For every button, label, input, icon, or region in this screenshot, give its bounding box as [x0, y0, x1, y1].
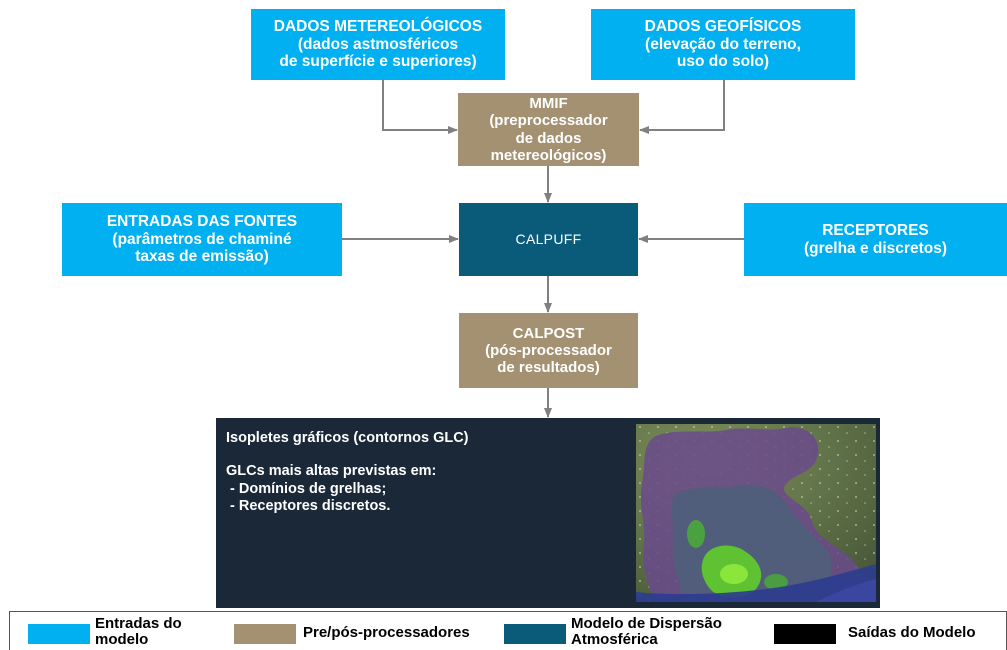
output-line-1: Isopletes gráficos (contornos GLC) [226, 430, 469, 446]
legend-swatch-model-inputs [28, 624, 90, 644]
legend: Entradas do modelo Pre/pós-processadores… [9, 611, 1007, 650]
glc-contour-map-image [636, 424, 876, 602]
legend-swatch-processors [234, 624, 296, 644]
legend-label-model-outputs: Saídas do Modelo [848, 625, 976, 641]
mmif-line-1: MMIF [529, 95, 568, 112]
mmif-line-4: metereológicos) [490, 146, 607, 164]
legend-label-processors-line-1: Pre/pós-processadores [303, 624, 470, 641]
mmif-box: MMIF (preprocessador de dados metereológ… [458, 93, 639, 166]
legend-swatch-model-outputs [774, 624, 836, 644]
source-inputs-box: ENTRADAS DAS FONTES (parâmetros de chami… [62, 203, 342, 276]
meteo-line-2: (dados astmosféricos [297, 35, 459, 53]
legend-label-model-inputs-line-2: modelo [95, 630, 149, 648]
receptors-line-1: RECEPTORES [822, 221, 929, 239]
arrow-geo-to-mmif [639, 80, 725, 134]
calpuff-box: CALPUFF [459, 203, 638, 276]
mmif-line-2: (preprocessador [489, 112, 608, 130]
mmif-line-3: de dados [515, 129, 582, 147]
legend-label-model-inputs: Entradas do modelo [95, 616, 182, 648]
geophysical-data-box: DADOS GEOFÍSICOS (elevação do terreno, u… [591, 9, 855, 80]
meteo-line-3: de superfície e superiores) [279, 53, 477, 71]
calpost-box: CALPOST (pós-processador de resultados) [459, 313, 638, 388]
meteorological-data-box: DADOS METEREOLÓGICOS (dados astmosférico… [251, 9, 505, 80]
calpost-line-3: de resultados) [497, 359, 600, 377]
calpost-line-2: (pós-processador [485, 341, 612, 359]
receptors-line-2: (grelha e discretos) [804, 239, 947, 257]
sources-line-2: (parâmetros de chaminé [112, 230, 292, 248]
output-line-5: - Receptores discretos. [226, 498, 391, 515]
receptors-box: RECEPTORES (grelha e discretos) [744, 203, 1007, 276]
output-line-3: GLCs mais altas previstas em: [226, 463, 437, 480]
output-text: Isopletes gráficos (contornos GLC) GLCs … [226, 430, 469, 516]
calpost-line-1: CALPOST [512, 324, 585, 342]
calpuff-label: CALPUFF [515, 231, 582, 248]
legend-label-dispersion-model: Modelo de Dispersão Atmosférica [571, 616, 722, 648]
legend-label-dispersion-model-line-2: Atmosférica [571, 630, 658, 648]
geo-line-1: DADOS GEOFÍSICOS [644, 17, 802, 35]
legend-label-processors: Pre/pós-processadores [303, 625, 470, 641]
sources-line-3: taxas de emissão) [135, 248, 269, 266]
legend-label-model-inputs-line-1: Entradas do [95, 615, 182, 632]
geo-line-3: uso do solo) [676, 53, 770, 71]
arrow-meteo-to-mmif [382, 80, 458, 134]
legend-swatch-dispersion-model [504, 624, 566, 644]
legend-label-dispersion-model-line-1: Modelo de Dispersão [571, 615, 722, 632]
meteo-line-1: DADOS METEREOLÓGICOS [273, 17, 483, 35]
geo-line-2: (elevação do terreno, [645, 35, 801, 53]
output-line-2 [226, 447, 469, 463]
model-output-panel: Isopletes gráficos (contornos GLC) GLCs … [216, 418, 880, 608]
legend-label-model-outputs-line-1: Saídas do Modelo [848, 624, 976, 641]
sources-line-1: ENTRADAS DAS FONTES [106, 212, 298, 230]
output-line-4: - Domínios de grelhas; [226, 480, 387, 497]
